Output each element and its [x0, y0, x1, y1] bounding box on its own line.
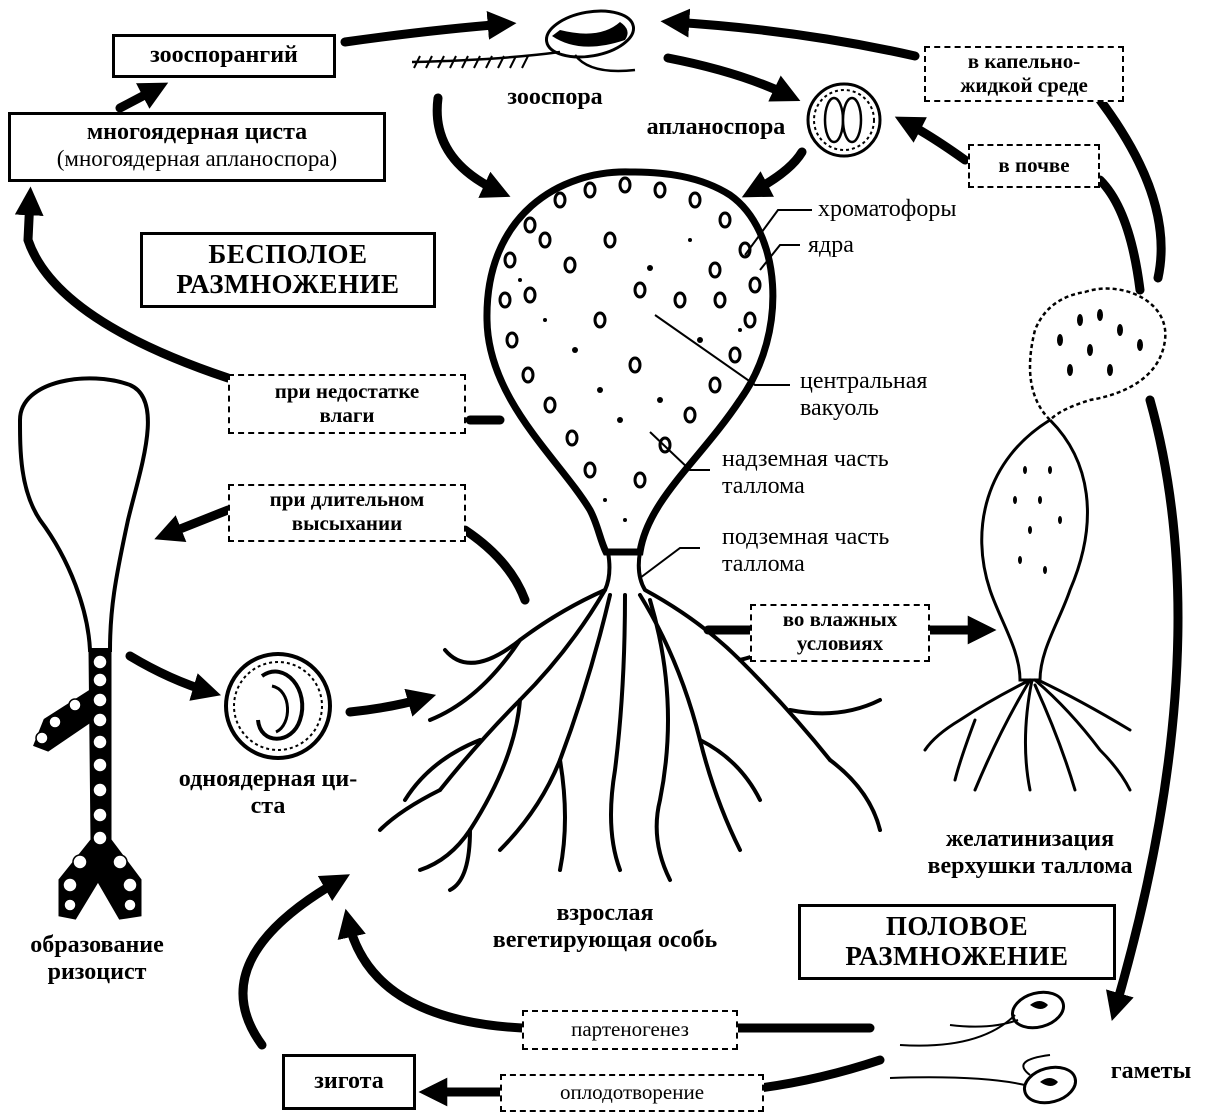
zoosporangium-label: зооспорангий — [150, 42, 298, 68]
central-vacuole-line-1: центральная — [800, 368, 927, 395]
gelatinization-label: желатинизация верхушки таллома — [900, 826, 1160, 880]
humid-conditions-line-2: условиях — [752, 632, 928, 656]
zygote-label: зигота — [314, 1068, 384, 1094]
arrow-cyst-to-sporangium — [120, 88, 158, 108]
underground-thallus-label: подземная часть таллома — [722, 524, 889, 578]
sexual-line-2: РАЗМНОЖЕНИЕ — [801, 941, 1113, 971]
long-drying-line-2: высыхании — [230, 512, 464, 536]
zygote-box: зигота — [282, 1054, 416, 1110]
arrow-adult-to-long-drying — [465, 530, 525, 600]
arrow-rhizocyst-to-cyst — [130, 656, 210, 692]
adult-individual-label: взрослая вегетирующая особь — [440, 900, 770, 954]
gametes-drawing — [890, 987, 1080, 1108]
uninuclear-cyst-line-1: одноядерная ци- — [156, 766, 380, 793]
zoosporangium-box: зооспорангий — [112, 34, 336, 78]
underground-thallus-line-1: подземная часть — [722, 524, 889, 551]
long-drying-box: при длительном высыхании — [228, 484, 466, 542]
adult-individual-line-2: вегетирующая особь — [440, 927, 770, 954]
arrow-soil-to-aplanospore — [905, 122, 965, 160]
asexual-reproduction-box: БЕСПОЛОЕ РАЗМНОЖЕНИЕ — [140, 232, 436, 308]
chromatophores-label: хроматофоры — [818, 196, 956, 223]
gelatinization-line-2: верхушки таллома — [900, 853, 1160, 880]
arrow-liquid-to-zoospore — [672, 22, 915, 56]
central-vacuole-line-2: вакуоль — [800, 395, 927, 422]
arrow-aplanospore-to-adult — [752, 152, 802, 192]
lack-of-moisture-line-2: влаги — [230, 404, 464, 428]
gelatinization-line-1: желатинизация — [900, 826, 1160, 853]
aerial-thallus-label: надземная часть таллома — [722, 446, 889, 500]
parthenogenesis-box: партеногенез — [522, 1010, 738, 1050]
rhizocyst-formation-line-2: ризоцист — [4, 959, 190, 986]
arrow-gel-to-gametes — [1115, 400, 1178, 1010]
aerial-thallus-line-2: таллома — [722, 473, 889, 500]
arrow-sporangium-to-zoospore — [345, 24, 505, 42]
zoospore-drawing — [412, 5, 637, 71]
arrow-zoospore-to-aplanospore — [668, 58, 790, 96]
liquid-medium-line-2: жидкой среде — [926, 74, 1122, 98]
rhizocyst-formation-line-1: образование — [4, 932, 190, 959]
sexual-reproduction-box: ПОЛОВОЕ РАЗМНОЖЕНИЕ — [798, 904, 1116, 980]
asexual-line-1: БЕСПОЛОЕ — [143, 239, 433, 269]
underground-thallus-line-2: таллома — [722, 551, 889, 578]
multinuclear-cyst-label: многоядерная циста — [11, 119, 383, 146]
adult-individual-line-1: взрослая — [440, 900, 770, 927]
aerial-thallus-line-1: надземная часть — [722, 446, 889, 473]
zoospore-label: зооспора — [490, 84, 620, 111]
rhizocyst-drawing — [20, 378, 148, 918]
uninuclear-cyst-drawing — [226, 654, 330, 758]
sexual-line-1: ПОЛОВОЕ — [801, 911, 1113, 941]
lack-of-moisture-line-1: при недостатке — [230, 380, 464, 404]
arrow-zygote-to-adult — [243, 880, 340, 1045]
arrow-gel-to-soil — [1100, 180, 1140, 290]
in-soil-box: в почве — [968, 144, 1100, 188]
humid-conditions-line-1: во влажных — [752, 608, 928, 632]
uninuclear-cyst-line-2: ста — [156, 793, 380, 820]
multinuclear-cyst-box: многоядерная циста (многоядерная апланос… — [8, 112, 386, 182]
parthenogenesis-label: партеногенез — [571, 1017, 689, 1041]
gametes-label: гаметы — [1098, 1058, 1204, 1085]
aplanospore-label: апланоспора — [630, 114, 802, 141]
gelatinization-drawing — [925, 289, 1165, 790]
asexual-line-2: РАЗМНОЖЕНИЕ — [143, 269, 433, 299]
multinuclear-aplanospore-label: (многоядерная апланоспора) — [11, 146, 383, 172]
rhizocyst-formation-label: образование ризоцист — [4, 932, 190, 986]
central-vacuole-label: центральная вакуоль — [800, 368, 927, 422]
arrow-cyst-to-adult — [350, 698, 425, 712]
in-soil-label: в почве — [998, 153, 1069, 177]
fertilization-box: оплодотворение — [500, 1074, 764, 1112]
humid-conditions-box: во влажных условиях — [750, 604, 930, 662]
nuclei-label: ядра — [808, 232, 854, 259]
arrow-zoospore-to-adult — [437, 98, 500, 192]
arrow-gametes-fertilization — [760, 1060, 880, 1088]
lack-of-moisture-box: при недостатке влаги — [228, 374, 466, 434]
fertilization-label: оплодотворение — [560, 1080, 704, 1104]
liquid-medium-box: в капельно- жидкой среде — [924, 46, 1124, 102]
liquid-medium-line-1: в капельно- — [926, 50, 1122, 74]
aplanospore-drawing — [808, 84, 880, 156]
long-drying-line-1: при длительном — [230, 488, 464, 512]
uninuclear-cyst-label: одноядерная ци- ста — [156, 766, 380, 820]
leader-underground — [640, 548, 700, 578]
arrow-long-drying — [165, 510, 228, 535]
